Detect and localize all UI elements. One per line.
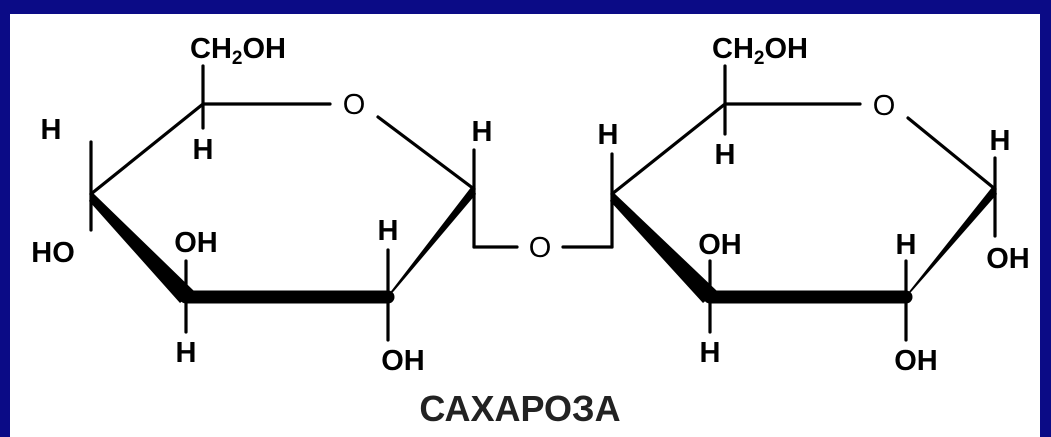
ch2oh-label-right: CH2OH: [712, 33, 808, 69]
ring-oxygen-right: O: [873, 90, 896, 122]
h-c3-right: H: [700, 337, 721, 369]
bridge-oxygen: O: [529, 232, 552, 264]
ch2oh-label-left: CH2OH: [190, 33, 286, 69]
oh-c3-right: OH: [698, 229, 742, 261]
wedge-c4-c3-right: [610, 193, 717, 303]
bond-c5-c4: [89, 102, 205, 196]
h-c4-right: H: [598, 119, 619, 151]
h-c2-left: H: [378, 215, 399, 247]
diagram-title: САХАРОЗА: [419, 388, 620, 429]
h-c1-right: H: [990, 125, 1011, 157]
sucrose-structure-diagram: CH2OH O H H HO OH H H OH H O: [31, 33, 1030, 429]
h-c3-left: H: [176, 337, 197, 369]
second-ring: CH2OH O H H OH H H OH H OH: [598, 33, 1030, 377]
bond-o-c1-right: [906, 116, 997, 191]
glycosidic-bridge: O: [529, 232, 614, 264]
ring-oxygen-left: O: [343, 89, 366, 121]
h-c5-left: H: [193, 134, 214, 166]
wedge-c2-c1-right: [900, 186, 997, 303]
glucose-ring: CH2OH O H H HO OH H H OH H: [31, 33, 519, 377]
ho-c4-left: HO: [31, 237, 75, 269]
oh-c1-right: OH: [986, 243, 1030, 275]
h-c1-left: H: [472, 116, 493, 148]
wedge-c4-c3: [89, 193, 194, 303]
h-c4-left: H: [41, 114, 62, 146]
bond-c4-c5-right: [610, 102, 727, 196]
oh-c2-left: OH: [381, 345, 425, 377]
diagram-canvas: CH2OH O H H HO OH H H OH H O: [10, 14, 1040, 437]
oh-c2-right: OH: [894, 345, 938, 377]
h-c2-right: H: [896, 229, 917, 261]
bond-o-c1: [376, 115, 476, 191]
wedge-c2-c1: [382, 186, 476, 303]
h-c5-right: H: [715, 139, 736, 171]
oh-c3-left: OH: [174, 227, 218, 259]
